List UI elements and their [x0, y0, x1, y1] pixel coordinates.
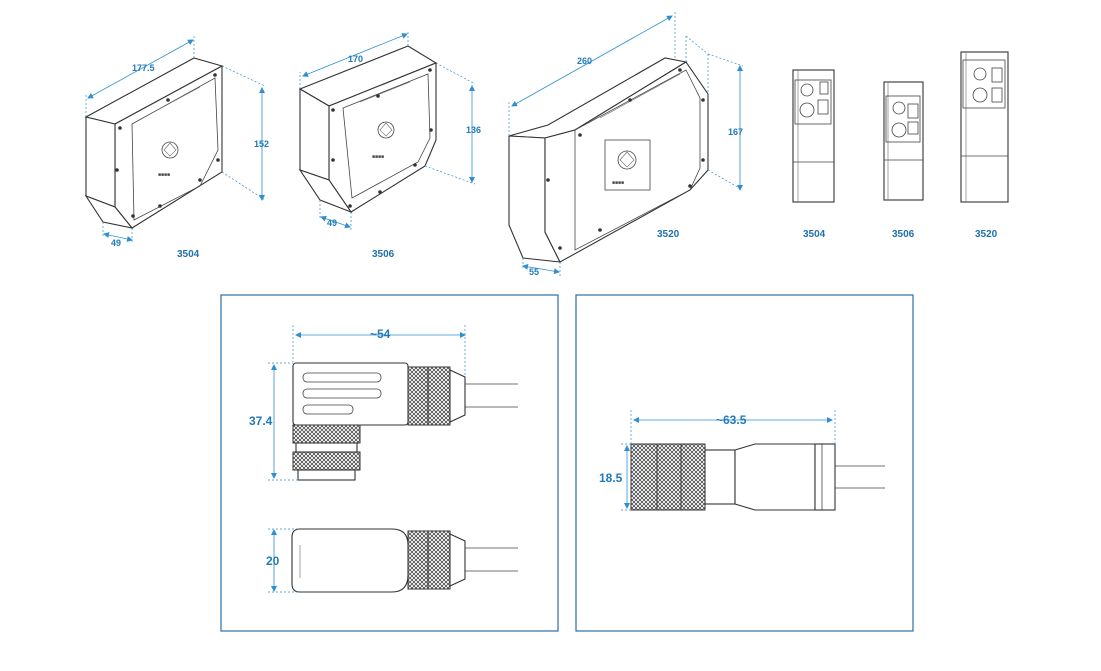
- connector-panel-right: [575, 294, 914, 632]
- connector-panel-left: [220, 294, 559, 632]
- dim-3506-width: 170: [348, 54, 363, 64]
- label-side-3504: 3504: [803, 229, 826, 240]
- side-view-3506: [883, 81, 924, 201]
- enclosure-3520: ■■■■: [508, 12, 744, 276]
- dim-3520-height: 167: [728, 127, 743, 137]
- dim-3506-height: 136: [466, 125, 481, 135]
- dim-3520-width: 260: [577, 56, 592, 66]
- svg-text:■■■■: ■■■■: [158, 172, 170, 178]
- dim-angled-length: ~54: [370, 327, 391, 341]
- brand-logo-icon: ■■■■: [612, 150, 637, 186]
- label-3520: 3520: [657, 229, 680, 240]
- svg-text:■■■■: ■■■■: [372, 154, 384, 160]
- label-side-3506: 3506: [892, 229, 915, 240]
- dim-3504-depth: 49: [111, 238, 121, 248]
- connector-angled: [292, 362, 518, 481]
- label-3506: 3506: [372, 249, 395, 260]
- label-3504: 3504: [177, 249, 200, 260]
- side-view-3520: [960, 51, 1009, 203]
- dim-straight-long-diameter: 18.5: [599, 471, 623, 485]
- svg-text:■■■■: ■■■■: [612, 180, 624, 186]
- brand-logo-icon: ■■■■: [158, 141, 179, 178]
- label-side-3520: 3520: [975, 229, 998, 240]
- enclosure-3506: ■■■■: [298, 30, 476, 232]
- dim-straight-small-height: 20: [266, 554, 280, 568]
- brand-logo-icon: ■■■■: [372, 121, 395, 160]
- connector-straight-long: [630, 443, 885, 511]
- dim-straight-long-length: ~63.5: [716, 413, 747, 427]
- dim-3506-depth: 49: [327, 218, 337, 228]
- dim-angled-height: 37.4: [249, 414, 273, 428]
- dim-3504-height: 152: [254, 139, 269, 149]
- side-view-3504: [792, 69, 835, 203]
- dim-3520-depth: 55: [529, 267, 539, 277]
- enclosure-3504: ■■■■: [84, 36, 266, 244]
- connector-straight-small: [291, 528, 518, 593]
- dim-3504-width: 177.5: [132, 63, 155, 73]
